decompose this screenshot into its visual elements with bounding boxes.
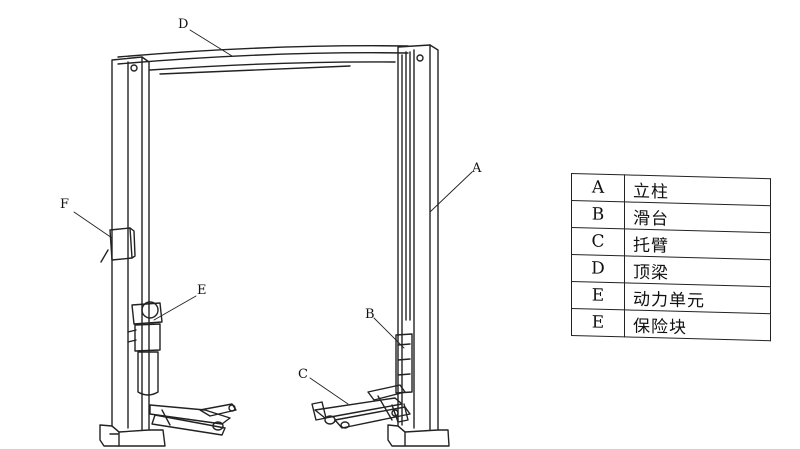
legend-code: E [571, 281, 625, 310]
legend-label: 立柱 [624, 174, 771, 206]
legend-label: 滑台 [624, 201, 771, 233]
callout-e: E [197, 283, 207, 298]
legend-code: A [571, 173, 625, 202]
top-beam [117, 45, 409, 75]
legend-label: 保险块 [624, 309, 771, 341]
legend-label: 动力单元 [624, 282, 771, 314]
safety-lock-box [100, 227, 136, 263]
callout-d: D [178, 17, 188, 32]
power-unit [127, 301, 163, 396]
callout-b: B [365, 307, 375, 322]
callout-leaders [73, 29, 473, 405]
legend-code: B [571, 200, 625, 229]
legend-code: D [571, 254, 625, 283]
callout-a: A [471, 161, 482, 176]
callout-f: F [60, 197, 69, 212]
legend-code: E [571, 308, 625, 337]
legend-label: 顶梁 [624, 255, 771, 287]
left-swing-arms [149, 403, 237, 436]
left-column [99, 56, 166, 447]
right-column [387, 44, 450, 447]
carriage [395, 333, 413, 394]
legend-label: 托臂 [624, 228, 771, 260]
right-swing-arms [311, 384, 411, 429]
callout-c: C [298, 367, 308, 382]
legend-code: C [571, 227, 625, 256]
